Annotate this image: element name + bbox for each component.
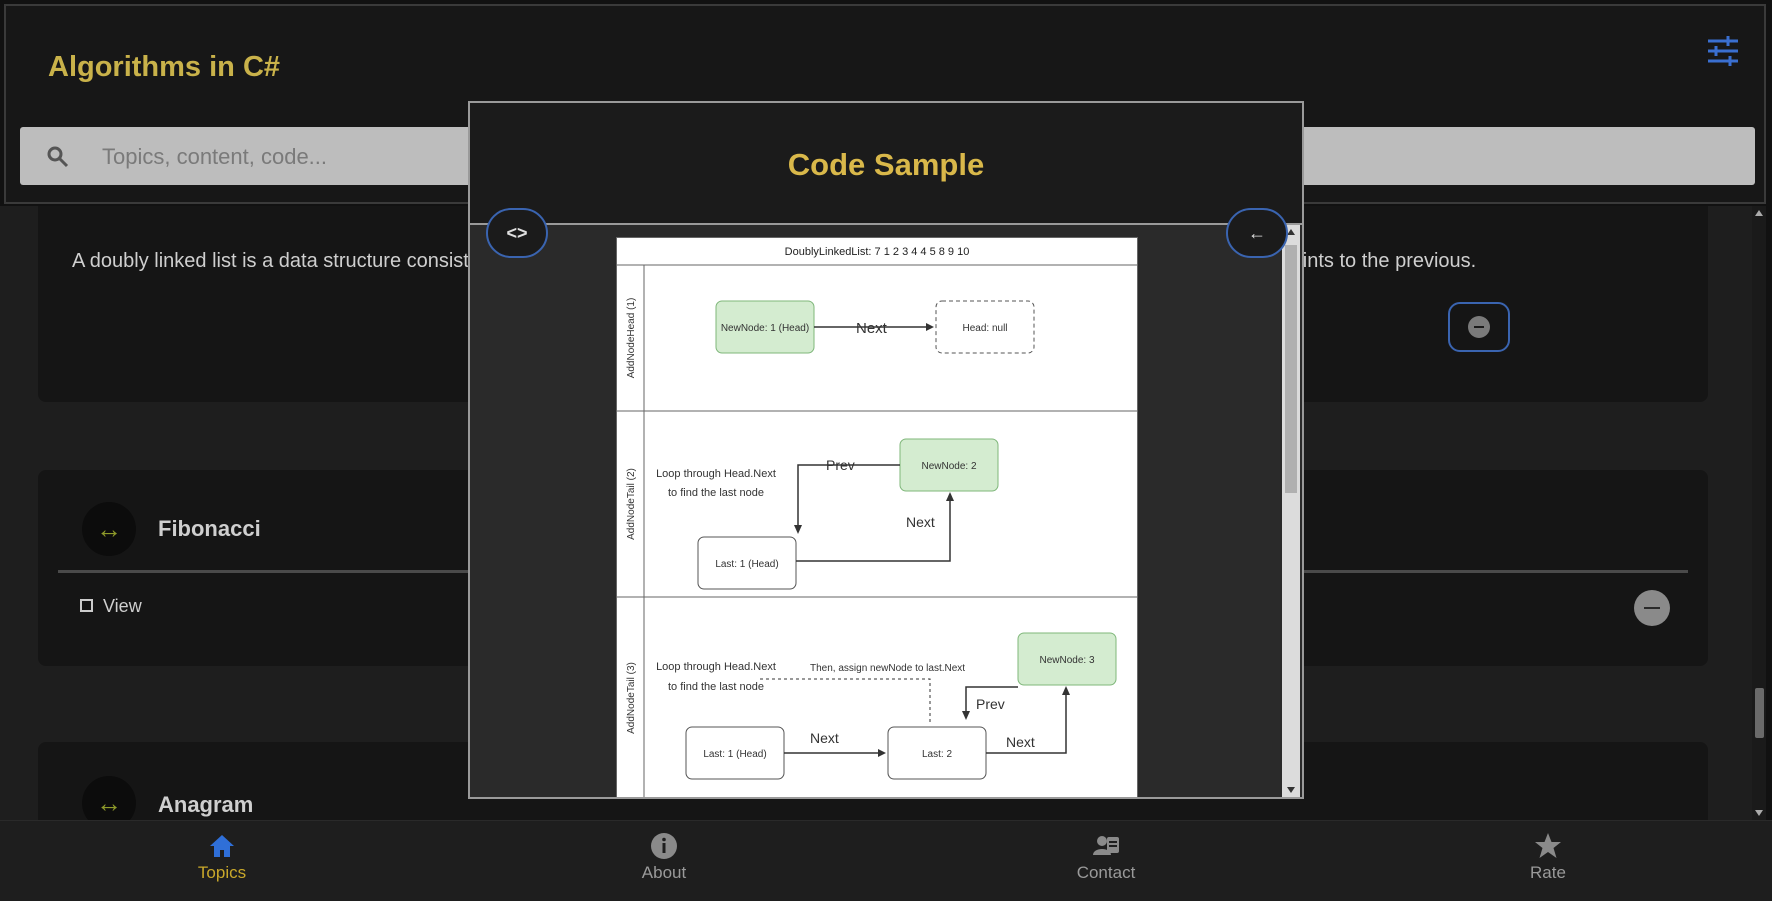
star-icon [1535,833,1561,858]
lane-label: AddNodeTail (2) [626,468,637,540]
assign-note: Then, assign newNode to last.Next [810,663,965,674]
collapse-button[interactable] [1448,302,1510,352]
scroll-thumb[interactable] [1755,688,1764,738]
info-icon [651,833,677,859]
nav-contact[interactable]: Contact [1046,821,1166,901]
diagram-node [697,536,797,590]
loop-note: Loop through Head.Next to find the last … [656,661,776,693]
scroll-up-icon[interactable] [1755,210,1763,216]
diagram-node-label: Last: 1 (Head) [703,749,766,760]
edge-label: Next [906,514,935,530]
diagram-title: DoublyLinkedList: 7 1 2 3 4 4 5 8 9 10 [785,246,970,258]
diagram-node [935,300,1035,354]
collapse-button[interactable] [1634,590,1670,626]
edge-label: Prev [826,457,855,473]
diagram-node [1017,632,1117,686]
diagram-node-label: NewNode: 2 [921,461,976,472]
loop-note: Loop through Head.Next to find the last … [656,468,776,499]
back-button[interactable]: ← [1226,208,1288,258]
code-sample-modal: Code Sample DoublyLinkedList: 7 1 2 3 4 … [468,101,1304,799]
diagram-node-label: Head: null [962,323,1007,334]
scroll-thumb[interactable] [1285,245,1297,493]
contact-icon [1093,836,1119,855]
bottom-nav: Topics About Contact Rate [0,820,1772,901]
view-label: View [103,596,142,616]
app-title: Algorithms in C# [48,51,281,83]
scroll-up-icon[interactable] [1287,229,1295,235]
page-scrollbar[interactable] [1752,206,1766,820]
nav-topics[interactable]: Topics [162,821,282,901]
nav-label: About [641,863,687,882]
topic-title[interactable]: Anagram [158,792,254,817]
arrows-icon: ↔ [82,776,136,820]
home-icon [210,835,234,857]
modal-title: Code Sample [787,147,985,182]
diagram-node-label: NewNode: 3 [1039,655,1094,666]
scroll-down-icon[interactable] [1287,787,1295,793]
search-icon [47,146,69,168]
edge-label: Prev [976,696,1005,712]
diagram-node-label: Last: 1 (Head) [715,559,778,570]
minus-circle-icon [1468,316,1490,338]
code-toggle-button[interactable]: <> [486,208,548,258]
view-toggle[interactable]: View [80,596,142,617]
lane-label: AddNodeHead (1) [626,298,637,379]
nav-about[interactable]: About [604,821,724,901]
nav-label: Rate [1530,863,1566,882]
modal-scrollbar[interactable] [1282,225,1300,797]
edge-label: Next [1006,734,1035,750]
diagram-node-label: Last: 2 [922,749,952,760]
nav-rate[interactable]: Rate [1488,821,1608,901]
topic-title[interactable]: Fibonacci [158,516,261,541]
tune-icon[interactable] [1706,34,1740,68]
nav-label: Contact [1076,863,1136,882]
edge-label: Next [810,730,839,746]
nav-label: Topics [197,863,247,882]
modal-header: Code Sample [470,103,1302,225]
lane-label: AddNodeTail (3) [626,662,637,734]
edge-label: Next [856,320,888,337]
scroll-down-icon[interactable] [1755,810,1763,816]
linked-list-diagram: DoublyLinkedList: 7 1 2 3 4 4 5 8 9 10 A… [616,237,1138,797]
arrows-icon: ↔ [82,502,136,556]
diagram-node-label: NewNode: 1 (Head) [721,323,809,334]
checkbox-icon [80,599,93,612]
